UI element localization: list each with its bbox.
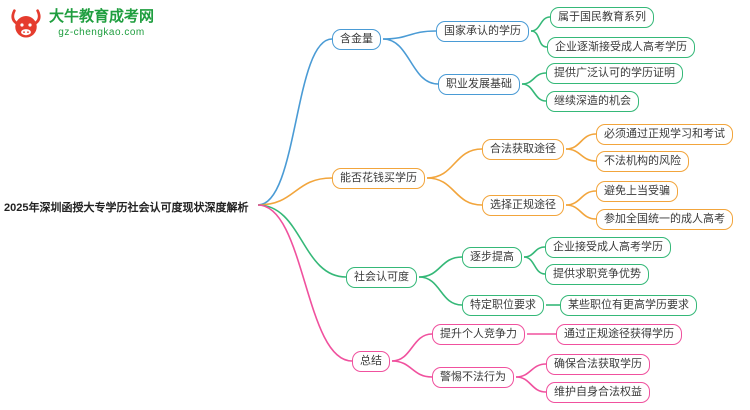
leaf-node: 提供求职竞争优势 (545, 264, 649, 285)
leaf-node: 参加全国统一的成人高考 (596, 209, 733, 230)
branch-node: 能否花钱买学历 (332, 168, 425, 189)
leaf-node: 避免上当受骗 (596, 181, 678, 202)
sub-node: 职业发展基础 (438, 74, 520, 95)
sub-node: 选择正规途径 (482, 195, 564, 216)
sub-node: 警惕不法行为 (432, 367, 514, 388)
sub-node: 提升个人竞争力 (432, 324, 525, 345)
sub-node: 国家承认的学历 (436, 21, 529, 42)
bull-icon (11, 9, 41, 38)
sub-node: 特定职位要求 (462, 295, 544, 316)
logo-domain: gz-chengkao.com (58, 27, 145, 38)
leaf-node: 提供广泛认可的学历证明 (546, 63, 683, 84)
leaf-node: 企业逐渐接受成人高考学历 (547, 37, 695, 58)
sub-node: 合法获取途径 (482, 139, 564, 160)
root-topic: 2025年深圳函授大专学历社会认可度现状深度解析 (4, 202, 249, 214)
leaf-node: 确保合法获取学历 (546, 354, 650, 375)
sub-node: 逐步提高 (462, 247, 522, 268)
leaf-node: 维护自身合法权益 (546, 382, 650, 403)
branch-node: 总结 (352, 351, 390, 372)
leaf-node: 继续深造的机会 (546, 91, 639, 112)
leaf-node: 企业接受成人高考学历 (545, 237, 671, 258)
leaf-node: 必须通过正规学习和考试 (596, 124, 733, 145)
logo-title: 大牛教育成考网 (49, 8, 155, 25)
site-logo: 大牛教育成考网 gz-chengkao.com (8, 8, 154, 42)
leaf-node: 属于国民教育系列 (550, 7, 654, 28)
leaf-node: 通过正规途径获得学历 (556, 324, 682, 345)
branch-node: 含金量 (332, 29, 381, 50)
leaf-node: 某些职位有更高学历要求 (560, 295, 697, 316)
branch-node: 社会认可度 (346, 267, 417, 288)
leaf-node: 不法机构的风险 (596, 151, 689, 172)
